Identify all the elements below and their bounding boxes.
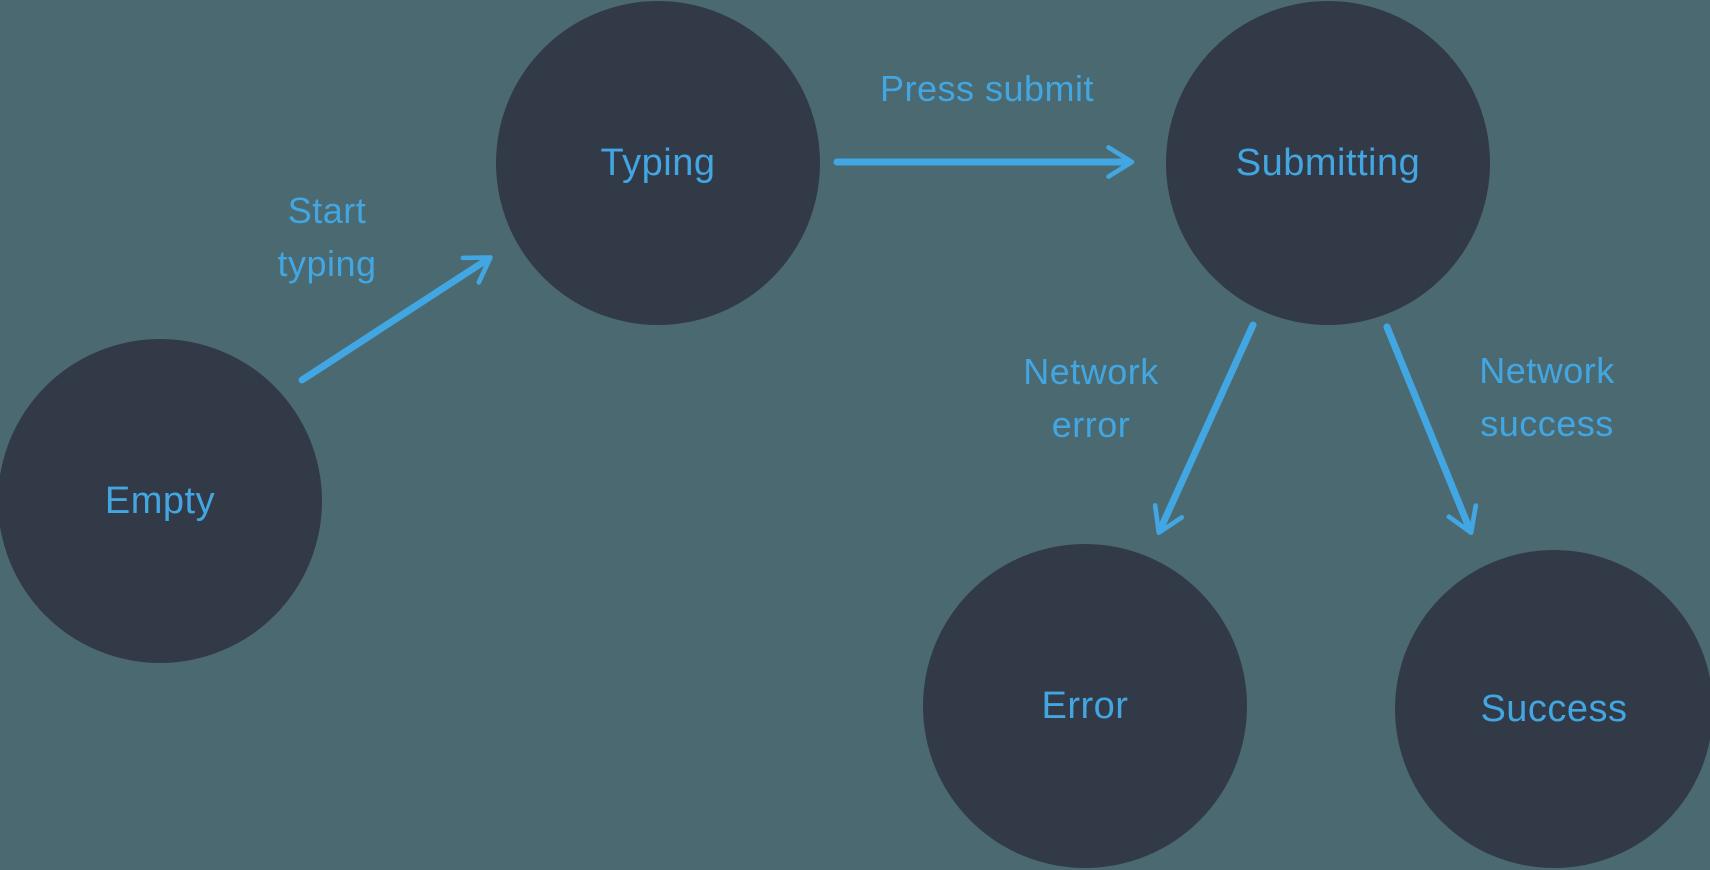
- state-label-empty: Empty: [104, 479, 216, 522]
- state-label-error: Error: [1041, 684, 1129, 727]
- state-node-typing: Typing: [496, 1, 820, 325]
- transition-label-line: Start: [287, 190, 367, 231]
- state-node-error: Error: [923, 544, 1247, 868]
- transition-label-line: Network: [1479, 350, 1615, 391]
- state-node-submitting: Submitting: [1166, 1, 1490, 325]
- transition-label-line: success: [1480, 403, 1614, 444]
- state-node-success: Success: [1395, 550, 1710, 868]
- transition-label-line: typing: [277, 243, 377, 284]
- state-node-empty: Empty: [0, 339, 322, 663]
- transition-label-network-error: Network error: [971, 345, 1211, 451]
- transition-label-line: Press submit: [879, 68, 1095, 109]
- transition-label-start-typing: Start typing: [207, 184, 447, 290]
- transition-label-network-success: Network success: [1427, 344, 1667, 450]
- transition-label-press-submit: Press submit: [827, 62, 1147, 115]
- state-label-typing: Typing: [600, 141, 716, 184]
- transition-label-line: Network: [1023, 351, 1159, 392]
- state-label-success: Success: [1480, 687, 1628, 730]
- transition-label-line: error: [1051, 404, 1131, 445]
- state-label-submitting: Submitting: [1235, 141, 1421, 184]
